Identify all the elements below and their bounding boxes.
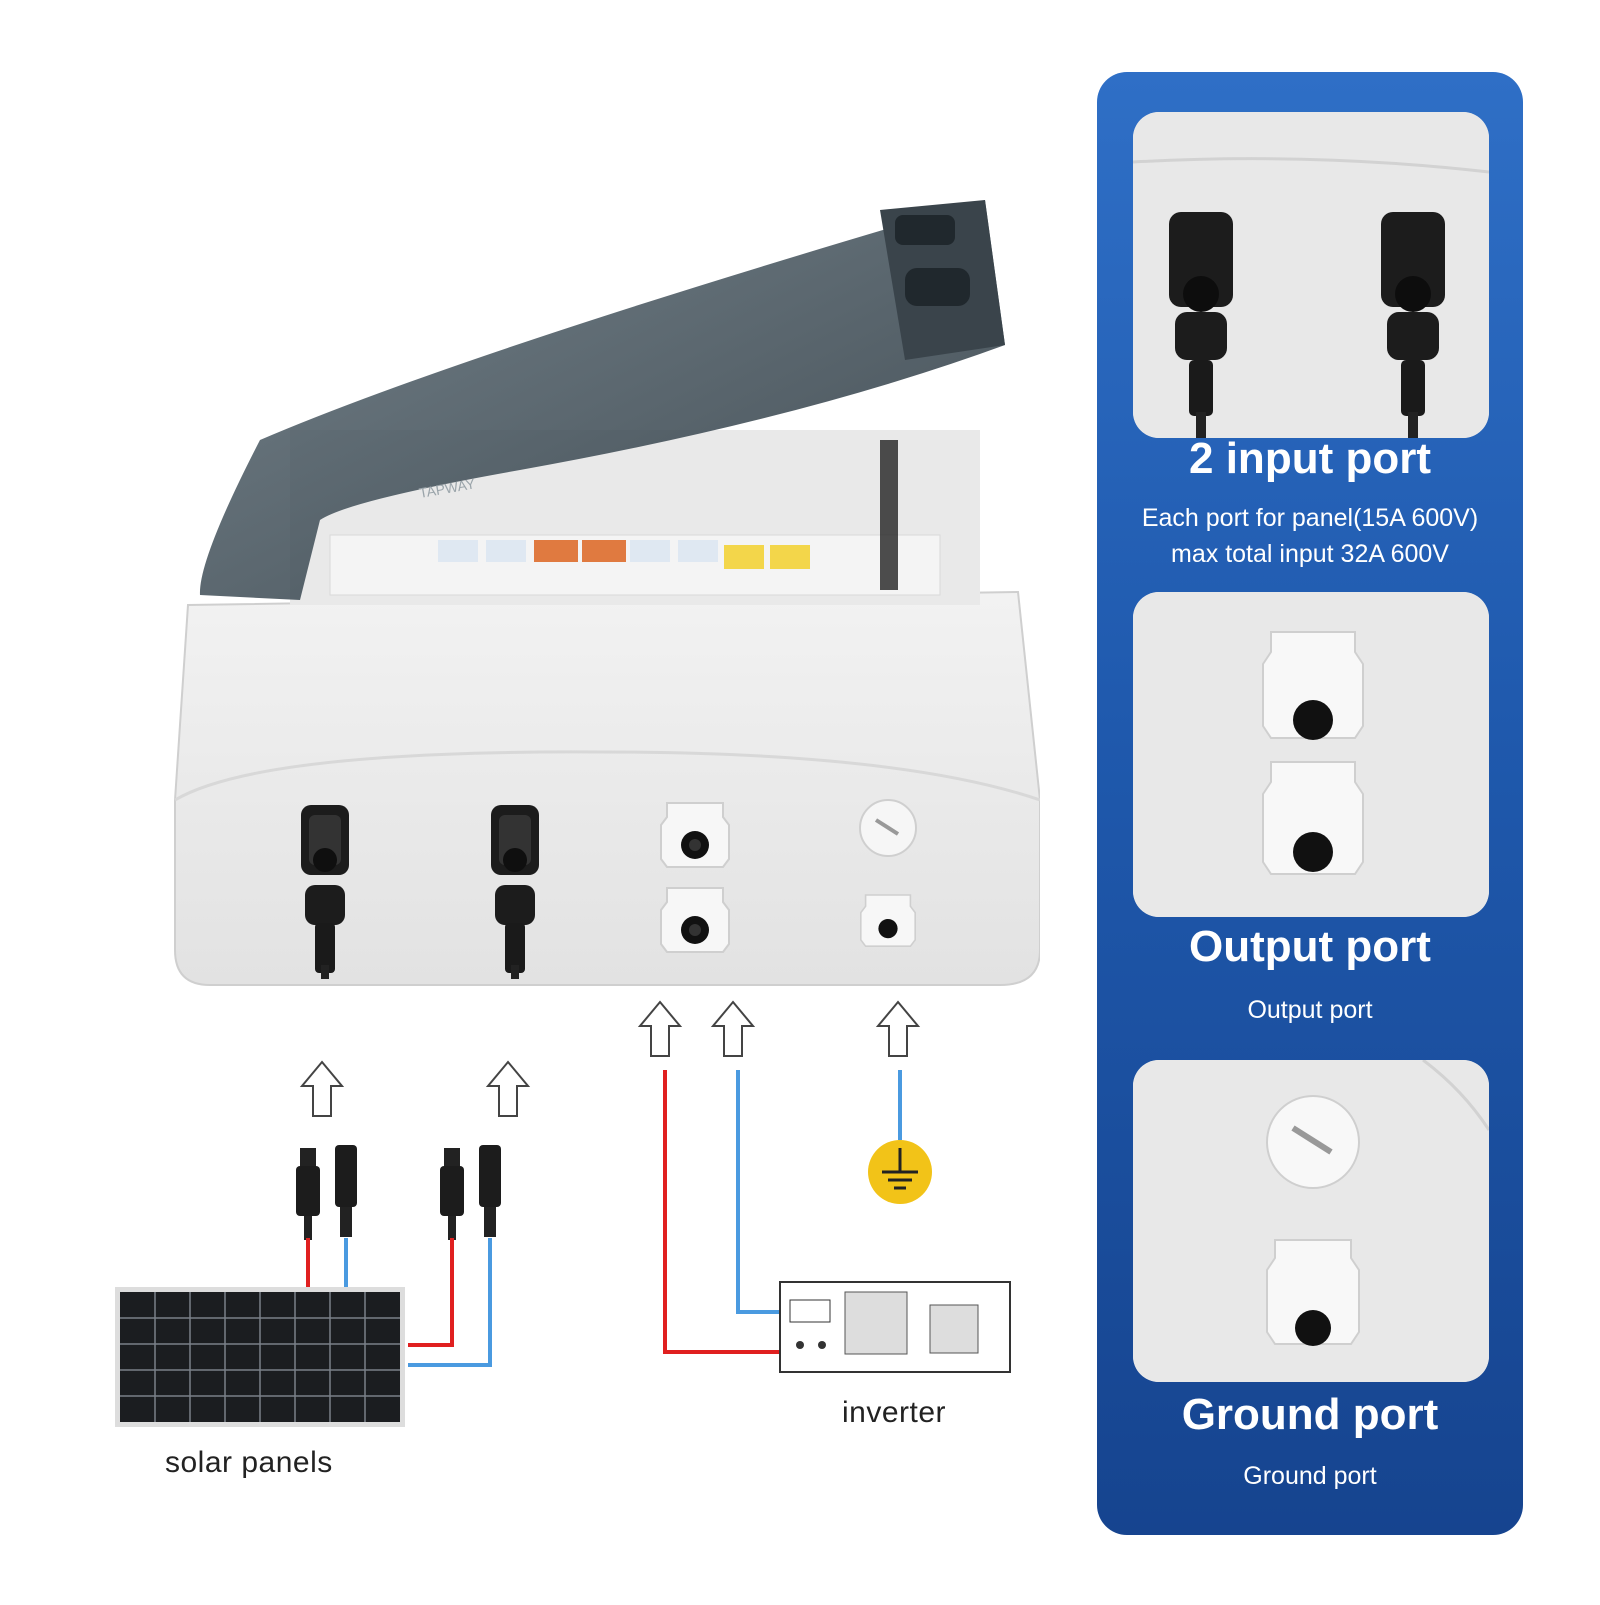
cable-gland-icon [660, 802, 730, 868]
ground-port-photo [1133, 1060, 1489, 1382]
ground-symbol-icon [868, 1140, 932, 1204]
solar-panel-icon [115, 1287, 405, 1427]
input-port-photo [1133, 112, 1489, 438]
input-port-spec-1: Each port for panel(15A 600V) [1141, 504, 1479, 532]
mc4-connector-pair-icon [1133, 112, 1489, 438]
input-port-title: 2 input port [1189, 434, 1431, 483]
up-arrow-icon [487, 1061, 529, 1117]
cable-gland-pair-icon [1133, 592, 1489, 917]
cable-connectors [296, 1145, 501, 1240]
input-port-spec-2: max total input 32A 600V [1171, 540, 1449, 568]
output-port-desc: Output port [1247, 996, 1373, 1024]
enclosure-ports [301, 799, 917, 979]
cable-gland-icon [660, 887, 730, 953]
ground-port-desc: Ground port [1243, 1462, 1377, 1490]
output-port-title: Output port [1189, 922, 1431, 971]
diagram-graphic: TAPWAY [115, 200, 1041, 1427]
inverter-icon [779, 1281, 1011, 1373]
hinged-cover: TAPWAY [199, 200, 1005, 600]
feature-panel: 2 input port Each port for panel(15A 600… [1097, 72, 1523, 1535]
ground-port-title: Ground port [1181, 1390, 1439, 1439]
arrows [301, 1001, 919, 1117]
up-arrow-icon [639, 1001, 681, 1057]
wires [306, 1070, 902, 1367]
inverter-caption: inverter [842, 1396, 947, 1429]
output-port-photo [1133, 592, 1489, 917]
solar-panels-caption: solar panels [165, 1446, 333, 1479]
up-arrow-icon [877, 1001, 919, 1057]
ground-gland-icon [1133, 1060, 1489, 1382]
up-arrow-icon [712, 1001, 754, 1057]
wiring-diagram: TAPWAY [115, 200, 1041, 1479]
ground-gland-icon [859, 894, 917, 948]
combiner-box [174, 430, 1041, 986]
up-arrow-icon [301, 1061, 343, 1117]
